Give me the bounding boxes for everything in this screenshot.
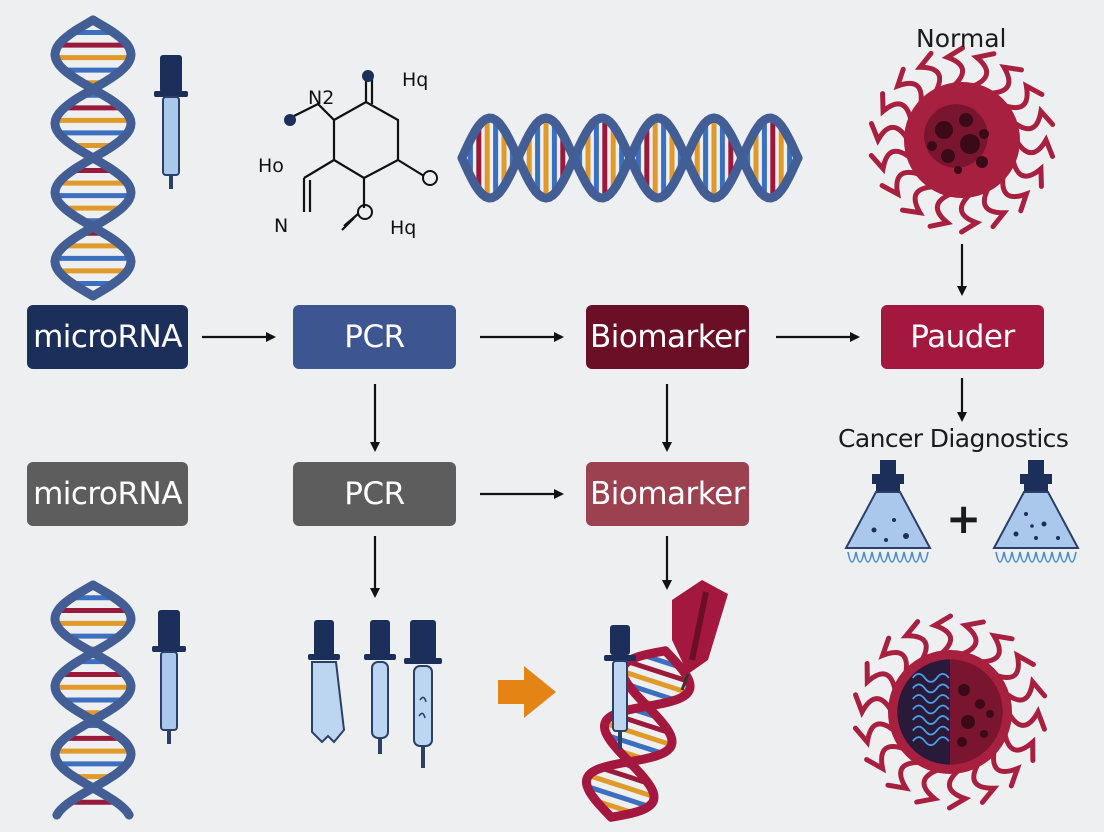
atom-ring (357, 204, 373, 220)
microrna-box: microRNA (27, 305, 188, 369)
vial-icon (364, 620, 396, 754)
molecule-label-n: N (274, 215, 288, 237)
pipette-icon (604, 625, 636, 749)
dna-helix-icon (457, 113, 803, 203)
normal-cell-icon (868, 45, 1056, 235)
molecule-label-hq: Hq (402, 69, 428, 91)
dna-helix-icon (581, 646, 695, 822)
dna-helix-icon (50, 15, 136, 301)
vial-icon (308, 620, 346, 744)
vial-icon (404, 620, 442, 768)
dropper-icon (154, 55, 188, 189)
dna-helix-icon (50, 580, 136, 820)
pauder-box: Pauder (881, 305, 1044, 369)
molecule-structure (289, 76, 425, 231)
flask-icon (844, 460, 932, 563)
dropper-icon (152, 610, 186, 744)
molecule-label-ho: Ho (258, 155, 284, 177)
pcr-box: PCR (293, 305, 456, 369)
microrna-box-secondary: microRNA (27, 462, 188, 526)
biomarker-box: Biomarker (586, 305, 749, 369)
molecule-label-hq: Hq (390, 217, 416, 239)
probe-icon (672, 580, 728, 691)
cancer-diagnostics-label: Cancer Diagnostics (838, 424, 1069, 453)
plus-sign: + (946, 494, 982, 543)
biomarker-box-secondary: Biomarker (586, 462, 749, 526)
molecule-label-n2: N2 (308, 87, 334, 109)
orange-arrow-icon (498, 666, 556, 718)
atom-dot (284, 114, 296, 126)
normal-label: Normal (916, 24, 1007, 53)
flask-icon (992, 460, 1080, 563)
cancer-cell-icon (852, 613, 1048, 811)
atom-dot (362, 70, 374, 82)
atom-ring (422, 170, 438, 186)
pcr-box-secondary: PCR (293, 462, 456, 526)
